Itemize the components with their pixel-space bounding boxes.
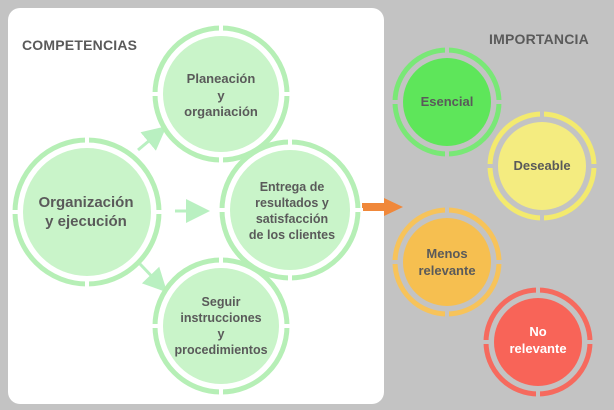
importance-menos-relevante-circle [390, 205, 504, 319]
arrow-to-bottom [138, 262, 168, 293]
competencias-title: COMPETENCIAS [22, 37, 138, 53]
arrow-to-top [137, 126, 167, 152]
competency-bottom-circle [150, 255, 292, 397]
competency-mid-circle [217, 137, 363, 283]
competency-main: Organización y ejecución [38, 193, 134, 231]
competency-bottom: Seguir instrucciones y procedimientos [174, 294, 268, 358]
competency-top-circle [150, 23, 292, 165]
importance-menos-relevante: Menos relevante [418, 246, 476, 278]
importance-esencial: Esencial [420, 93, 474, 109]
importance-deseable-circle [485, 109, 599, 223]
competency-mid: Entrega de resultados y satisfacción de … [248, 179, 336, 243]
importance-no-relevante-circle [481, 285, 595, 399]
connector-arrow [362, 198, 403, 216]
importance-no-relevante: No relevante [509, 324, 567, 356]
importance-esencial-circle [390, 45, 504, 159]
importance-deseable: Deseable [513, 157, 571, 173]
importancia-title: IMPORTANCIA [489, 31, 589, 47]
competency-main-circle [10, 135, 164, 289]
competency-top: Planeación y organiación [184, 70, 258, 120]
